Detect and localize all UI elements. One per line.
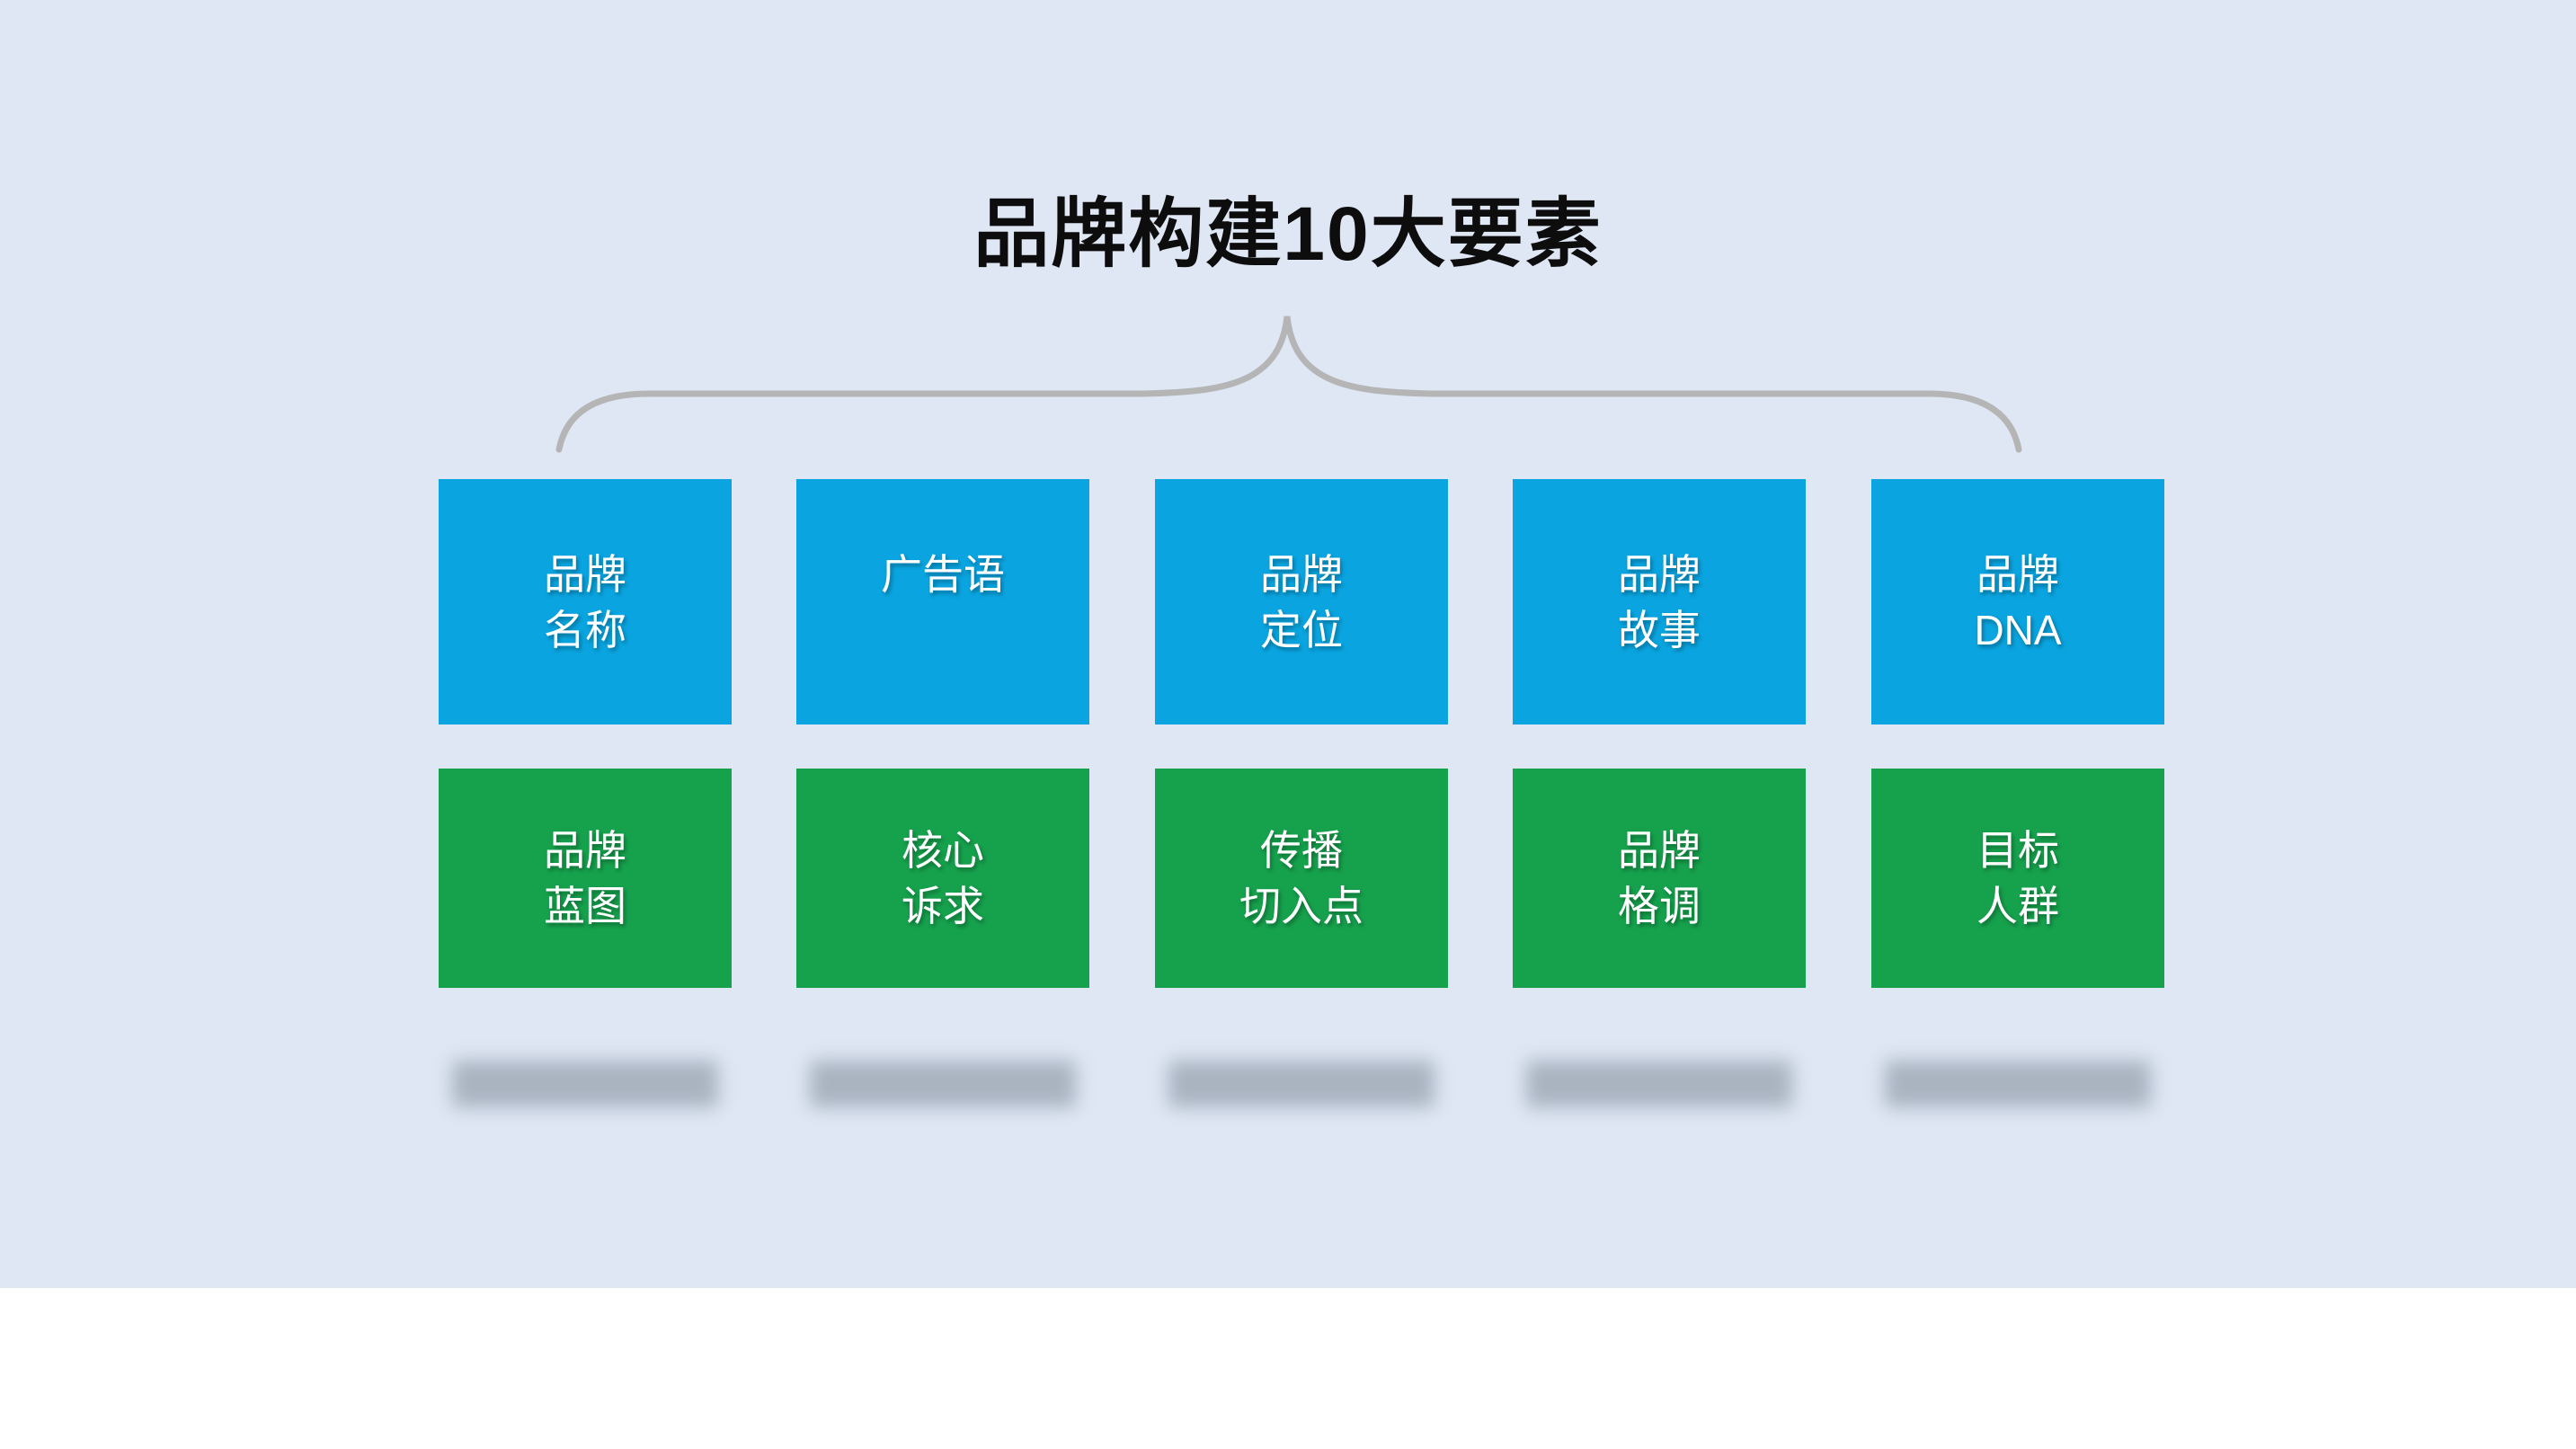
- box-label-line: 切入点: [1239, 883, 1364, 929]
- box-label-line: 核心: [902, 827, 984, 874]
- column-3: 品牌 定位 传播 切入点: [1155, 0, 1448, 1288]
- box-label-line: 蓝图: [544, 883, 626, 929]
- page-title: 品牌构建10大要素: [973, 191, 1603, 276]
- bottom-box-communication-entry-point: 传播 切入点: [1155, 769, 1448, 988]
- redacted-bar: [1526, 1061, 1792, 1107]
- redacted-bar: [1885, 1061, 2151, 1107]
- bottom-box-brand-style: 品牌 格调: [1513, 769, 1806, 988]
- column-2: 广告语 核心 诉求: [796, 0, 1089, 1288]
- redacted-bar: [810, 1061, 1076, 1107]
- bottom-box-target-audience: 目标 人群: [1871, 769, 2164, 988]
- top-box-brand-name: 品牌 名称: [439, 479, 732, 724]
- box-label-line: 传播: [1260, 827, 1343, 874]
- box-label-line: 故事: [1618, 606, 1701, 653]
- box-label-line: 品牌: [544, 827, 626, 874]
- box-label-line: 诉求: [902, 883, 984, 929]
- redacted-bar: [452, 1061, 718, 1107]
- column-1: 品牌 名称 品牌 蓝图: [439, 0, 732, 1288]
- box-label-line: DNA: [1974, 606, 2062, 653]
- column-5: 品牌 DNA 目标 人群: [1871, 0, 2164, 1288]
- box-label-line: 品牌: [1260, 550, 1343, 598]
- box-label-line: 名称: [544, 606, 626, 653]
- box-label-line: 品牌: [544, 550, 626, 598]
- bottom-box-brand-blueprint: 品牌 蓝图: [439, 769, 732, 988]
- box-label-line: 目标: [1976, 827, 2059, 874]
- box-label-line: 品牌: [1618, 827, 1701, 874]
- top-box-brand-story: 品牌 故事: [1513, 479, 1806, 724]
- box-label-line: 品牌: [1976, 550, 2059, 598]
- top-box-brand-positioning: 品牌 定位: [1155, 479, 1448, 724]
- box-label-line: 人群: [1976, 883, 2059, 929]
- box-label-line: 格调: [1618, 883, 1701, 929]
- box-label-line: 定位: [1260, 606, 1343, 653]
- box-label-line: 品牌: [1618, 550, 1701, 598]
- top-box-slogan: 广告语: [796, 479, 1089, 724]
- column-4: 品牌 故事 品牌 格调: [1513, 0, 1806, 1288]
- box-label-line: 广告语: [881, 550, 1005, 598]
- bottom-box-core-appeal: 核心 诉求: [796, 769, 1089, 988]
- top-box-brand-dna: 品牌 DNA: [1871, 479, 2164, 724]
- redacted-bar: [1168, 1061, 1435, 1107]
